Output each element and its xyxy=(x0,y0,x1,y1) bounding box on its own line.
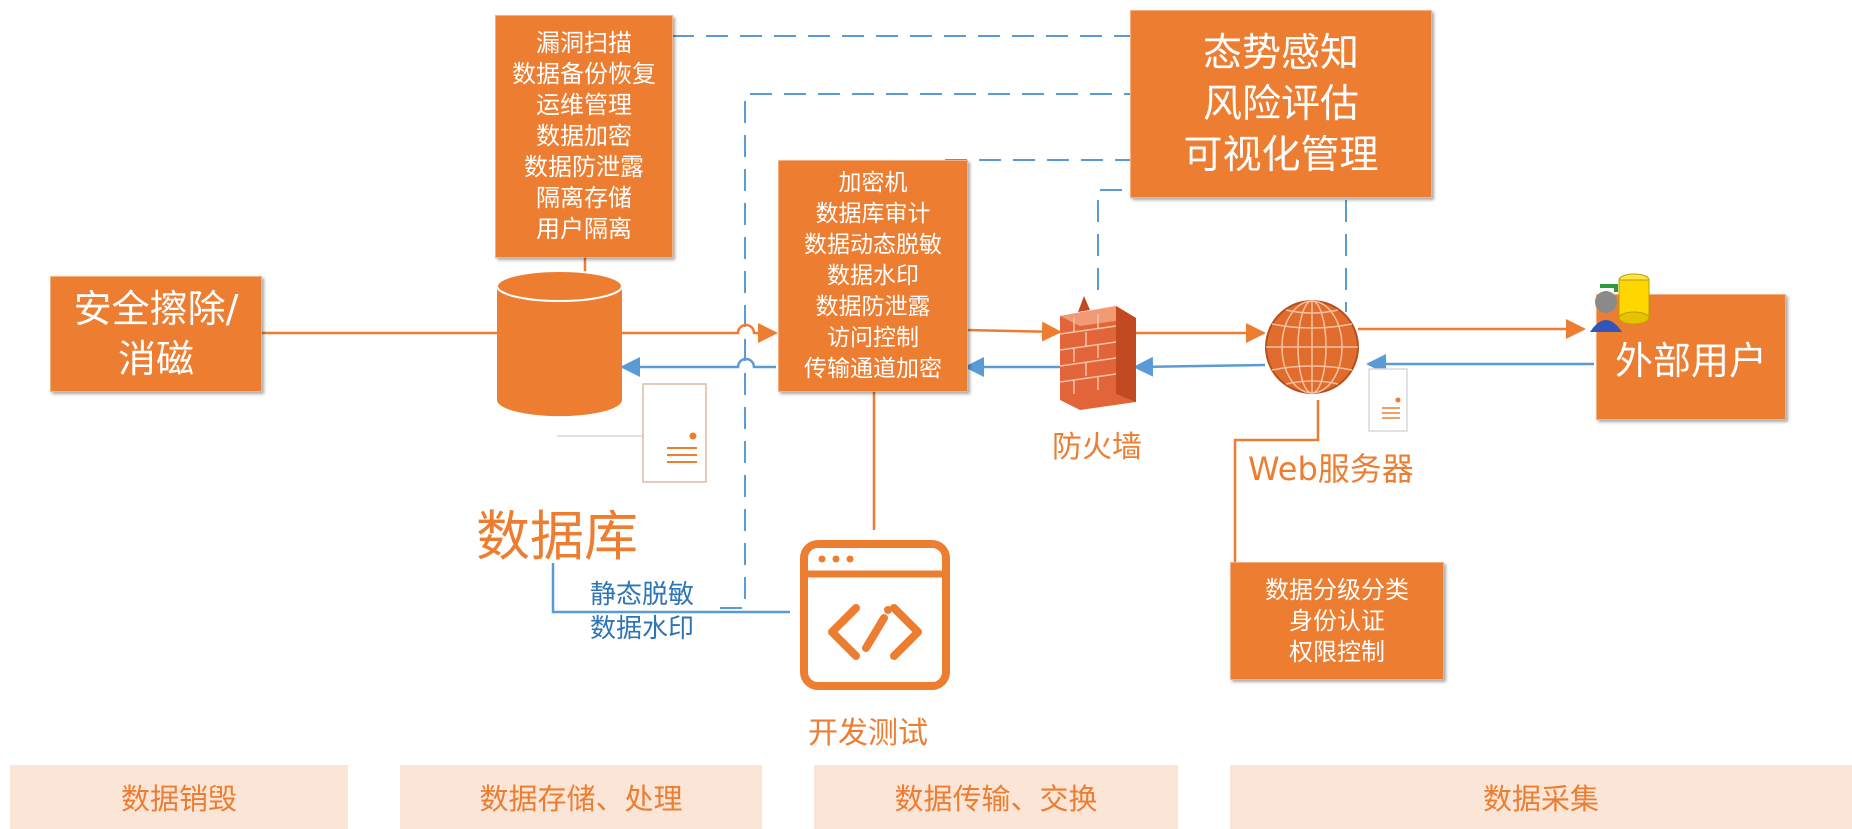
orange-flow-lines xyxy=(262,258,1586,562)
collection-control-item: 身份认证 xyxy=(1289,606,1385,635)
stage-collection: 数据采集 xyxy=(1230,765,1852,829)
user-database-icon xyxy=(1588,266,1656,338)
stage-label: 数据采集 xyxy=(1482,782,1599,816)
collection-control-box: 数据分级分类 身份认证 权限控制 xyxy=(1230,562,1444,680)
dev-test-label: 开发测试 xyxy=(808,716,928,751)
web-server-label: Web服务器 xyxy=(1248,450,1414,488)
destroy-method-box: 安全擦除/ 消磁 xyxy=(50,276,262,392)
stage-storage: 数据存储、处理 xyxy=(400,765,762,829)
stage-label: 数据传输、交换 xyxy=(894,782,1098,816)
code-window-icon xyxy=(800,540,950,690)
external-user-label: 外部用户 xyxy=(1614,338,1767,383)
security-ops-item: 用户隔离 xyxy=(536,215,632,243)
situation-item: 可视化管理 xyxy=(1183,132,1379,178)
transport-security-box: 加密机 数据库审计 数据动态脱敏 数据水印 数据防泄露 访问控制 传输通道加密 xyxy=(778,160,968,392)
masking-item: 数据水印 xyxy=(590,614,695,644)
stage-destroy: 数据销毁 xyxy=(10,765,348,829)
firewall-brick-icon xyxy=(1059,290,1136,410)
firewall-label: 防火墙 xyxy=(1052,430,1142,465)
security-ops-item: 数据防泄露 xyxy=(524,153,644,181)
collection-control-item: 数据分级分类 xyxy=(1265,575,1409,604)
situation-item: 风险评估 xyxy=(1202,81,1359,127)
transport-security-item: 加密机 xyxy=(838,169,908,196)
database-cylinder-icon xyxy=(496,270,623,418)
transport-security-item: 数据库审计 xyxy=(815,200,931,227)
destroy-method-item: 安全擦除/ xyxy=(73,287,239,331)
transport-security-item: 访问控制 xyxy=(827,324,919,351)
web-server-node-icon xyxy=(1368,368,1408,432)
destroy-method-item: 消磁 xyxy=(117,337,194,381)
stage-label: 数据销毁 xyxy=(120,782,237,816)
transport-security-item: 数据动态脱敏 xyxy=(804,231,942,258)
security-ops-item: 隔离存储 xyxy=(536,184,632,212)
masking-label: 静态脱敏 数据水印 xyxy=(590,578,694,646)
collection-control-item: 权限控制 xyxy=(1289,637,1385,666)
security-ops-item: 数据备份恢复 xyxy=(512,60,656,88)
globe-icon xyxy=(1264,298,1360,396)
situation-awareness-box: 态势感知 风险评估 可视化管理 xyxy=(1130,10,1432,198)
transport-security-item: 数据防泄露 xyxy=(815,293,931,320)
security-ops-item: 漏洞扫描 xyxy=(536,29,632,57)
transport-security-item: 数据水印 xyxy=(827,262,919,289)
blue-return-lines xyxy=(551,354,1594,614)
transport-security-item: 传输通道加密 xyxy=(804,355,942,382)
security-ops-item: 运维管理 xyxy=(536,91,632,119)
monitoring-dashed-lines xyxy=(672,35,1347,609)
masking-item: 静态脱敏 xyxy=(590,580,695,610)
database-label: 数据库 xyxy=(476,505,638,568)
stage-transfer: 数据传输、交换 xyxy=(814,765,1178,829)
situation-item: 态势感知 xyxy=(1202,30,1359,76)
security-ops-box: 漏洞扫描 数据备份恢复 运维管理 数据加密 数据防泄露 隔离存储 用户隔离 xyxy=(495,15,673,258)
security-ops-item: 数据加密 xyxy=(536,122,632,150)
stage-label: 数据存储、处理 xyxy=(479,782,683,816)
server-icon xyxy=(555,380,709,486)
